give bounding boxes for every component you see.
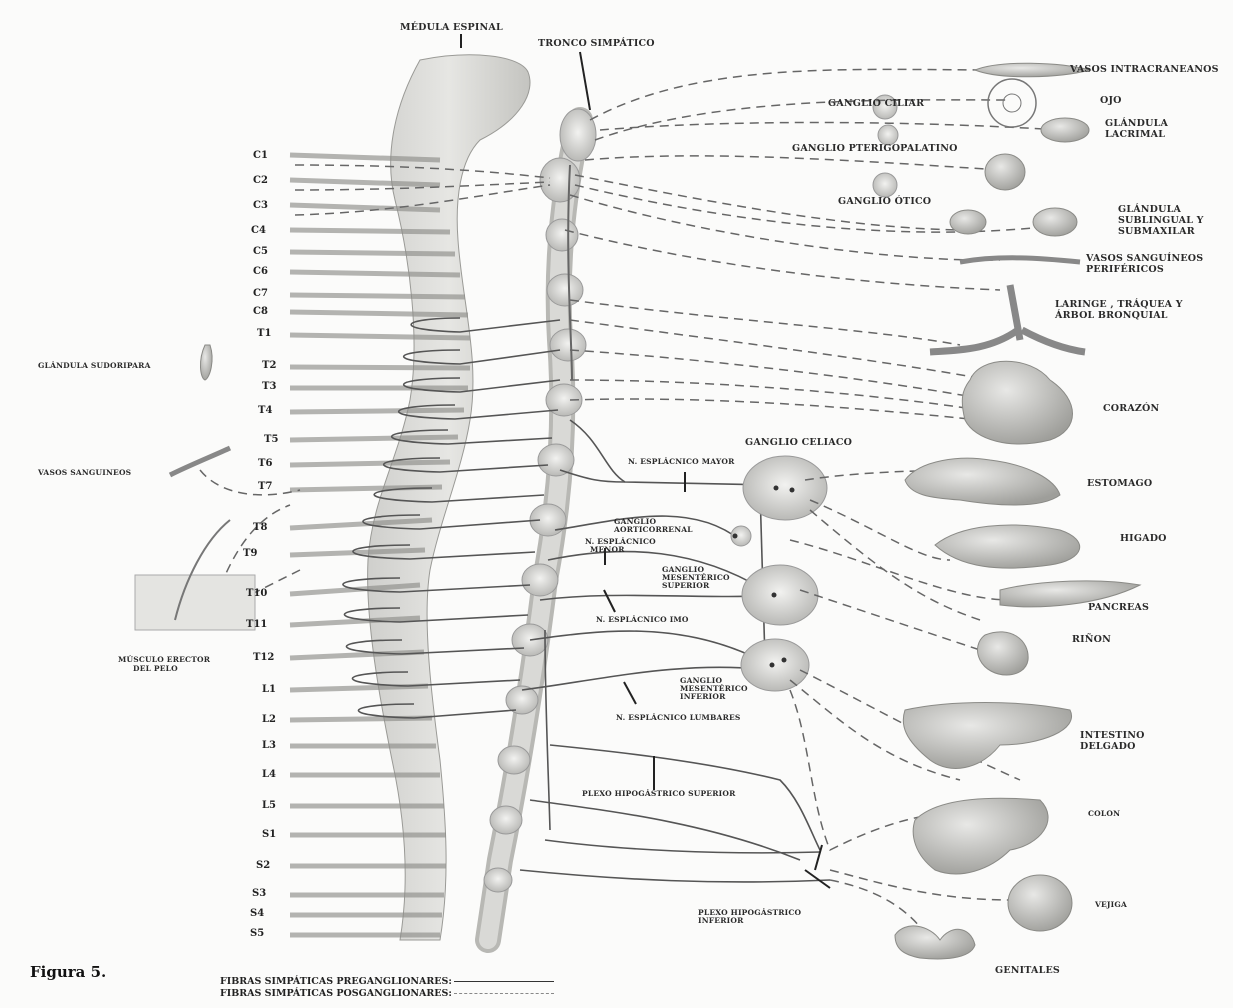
segment-t2: T2 <box>262 360 276 371</box>
label-plexo-hipogastrico-inferior-2: INFERIOR <box>698 916 744 925</box>
segment-t8: T8 <box>253 522 267 533</box>
legend-dashed-line <box>454 993 554 994</box>
segment-s1: S1 <box>262 829 276 840</box>
segment-t11: T11 <box>246 619 267 630</box>
label-pancreas: PANCREAS <box>1088 602 1149 613</box>
segment-t3: T3 <box>262 381 276 392</box>
segment-c3: C3 <box>253 200 268 211</box>
label-ganglio-mesenterico-inferior-3: INFERIOR <box>680 692 726 701</box>
label-rinon: RIÑON <box>1072 634 1111 645</box>
label-esplacnico-mayor: N. ESPLÁCNICO MAYOR <box>628 457 735 466</box>
label-glandula-lacrimal: GLÁNDULA <box>1105 118 1168 129</box>
segment-t4: T4 <box>258 405 272 416</box>
segment-c6: C6 <box>253 266 268 277</box>
label-vasos-sanguineos-perifericos-2: PERIFÉRICOS <box>1086 264 1164 275</box>
label-glandula-lacrimal-2: LACRIMAL <box>1105 129 1165 140</box>
legend-solid-line <box>454 981 554 982</box>
segment-l3: L3 <box>262 740 276 751</box>
label-laringe: LARINGE , TRÁQUEA Y <box>1055 299 1183 310</box>
segment-l4: L4 <box>262 769 276 780</box>
label-glandula-sublingual: GLÁNDULA <box>1118 204 1181 215</box>
label-estomago: ESTOMAGO <box>1087 478 1152 489</box>
legend-postganglionic: FIBRAS SIMPÁTICAS POSGANGLIONARES: <box>220 988 554 999</box>
segment-c4: C4 <box>251 225 266 236</box>
label-vasos-sanguineos-perifericos: VASOS SANGUÍNEOS <box>1086 253 1203 264</box>
segment-t10: T10 <box>246 588 267 599</box>
organs <box>135 63 1140 959</box>
label-ganglio-otico: GANGLIO ÓTICO <box>838 196 931 207</box>
segment-c1: C1 <box>253 150 268 161</box>
segment-t5: T5 <box>264 434 278 445</box>
label-laringe-2: ÁRBOL BRONQUIAL <box>1055 310 1168 321</box>
label-colon: COLON <box>1088 809 1120 818</box>
segment-t12: T12 <box>253 652 274 663</box>
segment-t1: T1 <box>257 328 271 339</box>
label-ganglio-ciliar: GANGLIO CILIAR <box>828 98 924 109</box>
label-ganglio-aorticorrenal-2: AORTICORRENAL <box>614 525 693 534</box>
label-ganglio-celiaco: GANGLIO CELIACO <box>745 437 852 448</box>
segment-l5: L5 <box>262 800 276 811</box>
label-ganglio-pterigopalatino: GANGLIO PTERIGOPALATINO <box>792 143 958 154</box>
segment-t7: T7 <box>258 481 272 492</box>
segment-l1: L1 <box>262 684 276 695</box>
label-vasos-intracraneanos: VASOS INTRACRANEANOS <box>1070 64 1219 75</box>
label-glandula-sublingual-3: SUBMAXILAR <box>1118 226 1195 237</box>
segment-s3: S3 <box>252 888 266 899</box>
label-glandula-sudoripara: GLÁNDULA SUDORIPARA <box>38 361 151 370</box>
segment-s5: S5 <box>250 928 264 939</box>
figure-caption: Figura 5. <box>30 963 106 981</box>
segment-t6: T6 <box>258 458 272 469</box>
label-higado: HIGADO <box>1120 533 1167 544</box>
label-vejiga: VEJIGA <box>1095 900 1127 909</box>
label-glandula-sublingual-2: SUBLINGUAL Y <box>1118 215 1204 226</box>
prevertebral-ganglia <box>731 95 898 691</box>
label-vasos-sanguineos: VASOS SANGUINEOS <box>38 468 131 477</box>
segment-l2: L2 <box>262 714 276 725</box>
legend-preganglionic-label: FIBRAS SIMPÁTICAS PREGANGLIONARES: <box>220 976 452 987</box>
label-ganglio-mesenterico-superior-3: SUPERIOR <box>662 581 709 590</box>
label-esplacnico-menor-2: MENOR <box>590 545 625 554</box>
label-esplacnico-imo: N. ESPLÁCNICO IMO <box>596 615 689 624</box>
label-intestino-delgado: INTESTINO <box>1080 730 1145 741</box>
label-tronco-simpatico: TRONCO SIMPÁTICO <box>538 38 655 49</box>
segment-s2: S2 <box>256 860 270 871</box>
label-plexo-hipogastrico-superior: PLEXO HIPOGÁSTRICO SUPERIOR <box>582 789 736 798</box>
label-esplacnico-lumbares: N. ESPLÁCNICO LUMBARES <box>616 713 741 722</box>
label-ojo: OJO <box>1100 95 1122 106</box>
segment-c7: C7 <box>253 288 268 299</box>
label-genitales: GENITALES <box>995 965 1060 976</box>
label-musculo-erector: MÚSCULO ERECTOR <box>118 655 210 664</box>
segment-c8: C8 <box>253 306 268 317</box>
segment-c2: C2 <box>253 175 268 186</box>
legend-preganglionic: FIBRAS SIMPÁTICAS PREGANGLIONARES: <box>220 976 554 987</box>
label-medula-espinal: MÉDULA ESPINAL <box>400 22 503 33</box>
segment-s4: S4 <box>250 908 264 919</box>
segment-t9: T9 <box>243 548 257 559</box>
sympathetic-trunk <box>484 109 596 940</box>
label-intestino-delgado-2: DELGADO <box>1080 741 1136 752</box>
label-musculo-erector-2: DEL PELO <box>133 664 178 673</box>
label-corazon: CORAZÓN <box>1103 403 1159 414</box>
segment-c5: C5 <box>253 246 268 257</box>
legend-postganglionic-label: FIBRAS SIMPÁTICAS POSGANGLIONARES: <box>220 988 452 999</box>
